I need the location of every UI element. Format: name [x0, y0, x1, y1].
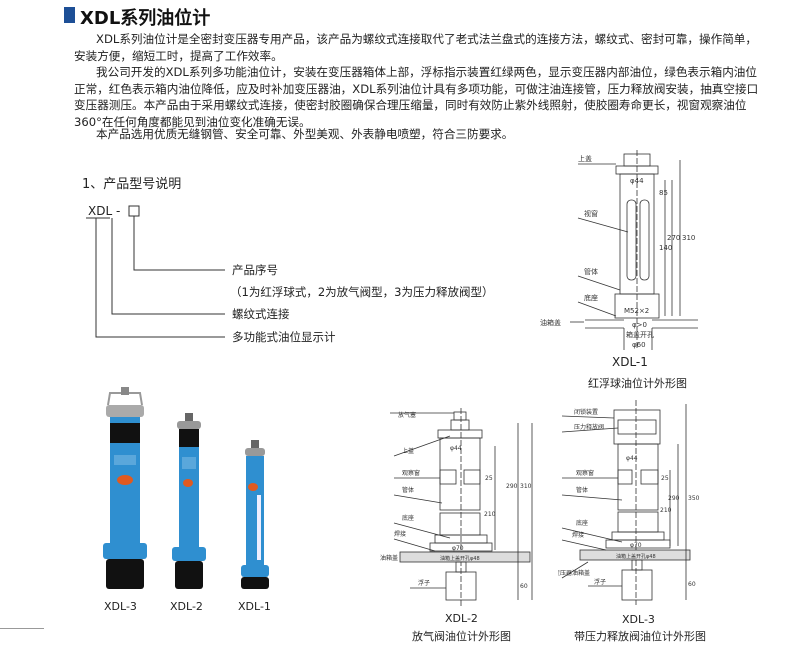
part-label: 底座	[584, 293, 598, 302]
part-label: 浮子	[594, 578, 606, 586]
part-label: 焊接	[572, 531, 584, 539]
dim-label: φ44	[450, 445, 462, 452]
part-label: 上盖	[402, 447, 414, 455]
dim-label: 油箱上盖开孔φ48	[440, 555, 480, 562]
part-label: 观察窗	[576, 469, 594, 477]
photo-label-xdl-3: XDL-3	[104, 600, 137, 613]
dim-label: 210	[660, 507, 672, 514]
dim-label: φ>0	[632, 321, 647, 329]
dim-label: 270	[667, 234, 680, 242]
dim-label: φ44	[626, 455, 638, 462]
label-number-meaning: （1为红浮球式，2为放气阀型，3为压力释放阀型）	[230, 285, 494, 299]
caption-xdl-2: 放气阀油位计外形图	[412, 630, 511, 643]
part-label: 油箱盖	[540, 318, 561, 327]
part-label: 底座	[576, 519, 588, 527]
dim-label: 310	[520, 483, 532, 490]
label-multi-function: 多功能式油位显示计	[232, 330, 336, 344]
model-label-xdl-2: XDL-2	[445, 612, 478, 625]
dim-label: 油箱上盖开孔φ48	[616, 553, 656, 560]
model-code-box	[128, 205, 140, 217]
part-label: 压力释放阀	[574, 423, 604, 431]
part-label: 变压器油箱盖	[558, 569, 590, 577]
photo-label-xdl-2: XDL-2	[170, 600, 203, 613]
dim-label: 210	[484, 511, 496, 518]
dim-label: 60	[520, 583, 528, 590]
drawing-xdl-3: 闭锁装置 压力释放阀 观察窗 管体 底座 焊接 变压器油箱盖 浮子 φ44 25…	[558, 400, 700, 605]
dim-label: φ44	[630, 177, 644, 185]
dim-label: 310	[682, 234, 695, 242]
part-label: 放气塞	[398, 411, 416, 419]
model-label-xdl-1: XDL-1	[612, 355, 648, 369]
dim-label: 25	[661, 475, 669, 482]
paragraph-features: 我公司开发的XDL系列多功能油位计，安装在变压器箱体上部，浮标指示装置红绿两色，…	[74, 65, 759, 129]
dim-label: 85	[659, 189, 668, 197]
photo-xdl-2	[172, 413, 206, 589]
title-marker	[64, 7, 75, 23]
page-title: XDL系列油位计	[80, 8, 211, 29]
dim-label: 60	[688, 581, 696, 588]
model-code: XDL -	[88, 204, 121, 218]
paragraph-materials: 本产品选用优质无缝钢管、安全可靠、外型美观、外表静电喷塑，符合三防要求。	[96, 127, 514, 141]
label-thread-connection: 螺纹式连接	[232, 307, 290, 321]
dim-label: φ70	[630, 542, 642, 549]
part-label: 观察窗	[402, 469, 420, 477]
part-label: 浮子	[418, 579, 430, 587]
divider	[0, 628, 44, 629]
part-label: 闭锁装置	[574, 408, 598, 416]
drawing-xdl-1: 上盖 视窗 管体 底座 油箱盖 φ44 85 140 270 310 M52×2…	[540, 150, 698, 350]
model-code-leaders	[86, 205, 225, 338]
paragraph-intro: XDL系列油位计是全密封变压器专用产品，该产品为螺纹式连接取代了老式法兰盘式的连…	[74, 32, 757, 63]
photo-xdl-1	[241, 440, 269, 589]
dim-label: 290	[668, 495, 680, 502]
product-photo	[103, 387, 269, 589]
part-label: 焊接	[394, 530, 406, 538]
part-label: 视窗	[584, 209, 598, 218]
caption-xdl-3: 带压力释放阀油位计外形图	[574, 630, 706, 643]
dim-label: M52×2	[624, 307, 649, 315]
part-label: 上盖	[578, 154, 592, 163]
dim-label: φ60	[632, 341, 646, 349]
dim-label: 25	[485, 475, 493, 482]
dim-label: φ70	[452, 545, 464, 552]
dim-label: 290	[506, 483, 518, 490]
part-label: 底座	[402, 514, 414, 522]
dim-label: 350	[688, 495, 700, 502]
caption-xdl-1: 红浮球油位计外形图	[588, 377, 687, 390]
dim-label: 箱盖开孔	[626, 330, 654, 339]
part-label: 管体	[402, 486, 414, 494]
model-label-xdl-3: XDL-3	[622, 613, 655, 626]
drawing-xdl-2: 放气塞 上盖 观察窗 管体 底座 焊接 油箱盖 浮子 φ44 25 210 29…	[380, 408, 533, 608]
photo-label-xdl-1: XDL-1	[238, 600, 271, 613]
part-label: 管体	[584, 267, 598, 276]
part-label: 油箱盖	[380, 554, 398, 562]
part-label: 管体	[576, 486, 588, 494]
photo-xdl-3	[103, 387, 147, 589]
section-heading: 1、产品型号说明	[82, 177, 182, 192]
dim-label: 140	[659, 244, 672, 252]
label-product-number: 产品序号	[232, 263, 278, 277]
